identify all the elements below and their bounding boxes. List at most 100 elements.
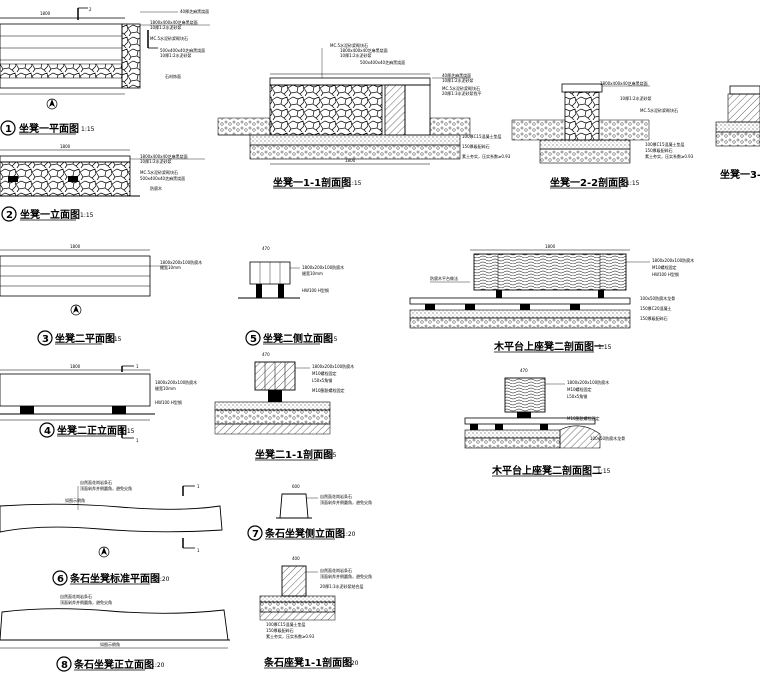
drawing-number-badge [52, 570, 68, 586]
drawing-scale: 1:15 [121, 428, 135, 435]
drawing-scale: 1:20 [342, 531, 356, 538]
note: 40厚芝麻黑烧面 [180, 8, 209, 14]
wood-platform-bench-section-1-drawing: 1800 防腐木平台做法 1800x200x100防腐木 M10螺栓固定 HW1… [409, 244, 694, 353]
note: 1800x200x100防腐木 [567, 379, 609, 385]
note: 1800x400x40芝麻黑烧面 [150, 19, 198, 25]
drawing-number-badge [0, 120, 16, 136]
note: MC.5水泥砂浆砌块石 [150, 35, 188, 41]
drawing-scale: 1:15 [80, 212, 94, 219]
note: M10膨胀螺栓固定 [567, 415, 600, 421]
drawing-number-badge [39, 422, 55, 438]
bench2-front-elevation-drawing: 1800 1 1 1800x200x100防腐木 缝宽10mm HW100 H型… [0, 364, 197, 443]
note: 自然面花岗岩条石 [320, 493, 352, 499]
note: 1800x400x40芝麻黑烧面 [340, 47, 388, 53]
note: 150厚C20混凝土 [640, 305, 672, 311]
note: 顶面剁斧并倒圆角，避免尖角 [320, 499, 372, 505]
note: 10厚1:2水泥砂浆 [442, 77, 474, 83]
note: 顶面剁斧并倒圆角，避免尖角 [320, 573, 372, 579]
note: 1800x200x100防腐木 [155, 379, 197, 385]
note: 缝宽10mm [302, 270, 323, 276]
note: 20厚1:3水泥砂浆结合层 [320, 583, 364, 589]
bench2-plan-drawing: 1800 1800x200x100防腐木 缝宽10mm 3 坐凳二平面图 1:1… [0, 244, 202, 346]
stone-bench-front-elevation-drawing: 自然面花岗岩条石 顶面剁斧并倒圆角，避免尖角 如图示倒角 8 条石坐凳正立面图 … [0, 593, 230, 672]
note: M10螺栓固定 [312, 370, 337, 376]
note: 500x400x40芝麻黑烧面 [140, 175, 185, 181]
drawing-number: 3 [42, 334, 49, 345]
note: 1800x200x100防腐木 [312, 363, 354, 369]
drawing-title: 条石坐凳正立面图 [73, 658, 154, 671]
note: 100x50防腐木龙骨 [590, 435, 625, 441]
note: 自然面花岗岩条石 [320, 567, 352, 573]
drawing-scale: 1:15 [598, 344, 612, 351]
note: M10螺栓固定 [652, 264, 677, 270]
dim-label: 1800 [60, 144, 71, 149]
drawing-title: 木平台上座凳二剖面图二 [491, 464, 602, 477]
note: 素土夯实，压实系数≥0.93 [645, 153, 694, 159]
note: 石材饰面 [165, 73, 181, 79]
drawing-title: 坐凳一立面图 [20, 208, 80, 221]
note: 素土夯实，压实系数≥0.93 [462, 153, 511, 159]
note: 1800x400x40芝麻黑烧面 [140, 153, 188, 159]
drawing-number: 7 [252, 529, 259, 540]
drawing-scale: 1:20 [345, 660, 359, 667]
wood-platform-bench-section-2-drawing: 470 1800x200x100防腐木 M10螺栓固定 L50x5角钢 M10膨… [464, 368, 625, 477]
drawing-title: 坐凳一1-1剖面图 [273, 176, 351, 189]
note: 100厚C15混凝土垫层 [266, 621, 306, 627]
note: 20厚1:3水泥砂浆找平 [442, 90, 482, 96]
drawing-number-badge [37, 330, 53, 346]
note: 40厚芝麻黑烧面 [442, 72, 471, 78]
note: 10厚1:2水泥砂浆 [150, 24, 182, 30]
note: 100x50防腐木龙骨 [640, 295, 675, 301]
note: MC.5水泥砂浆砌块石 [330, 42, 368, 48]
note: HW100 H型钢 [302, 287, 329, 293]
dim-label: 470 [262, 352, 270, 357]
note: 1800x200x100防腐木 [160, 259, 202, 265]
note: 150厚级配碎石 [645, 147, 673, 153]
drawing-title: 坐凳二侧立面图 [263, 332, 333, 345]
bench1-plan-drawing: 1800 2 40厚芝麻黑烧面 1800x400x40芝麻黑烧面 10厚1:2水… [0, 7, 210, 136]
dim-label: 1800 [545, 244, 556, 249]
drawing-number: 2 [6, 210, 13, 221]
bench1-elevation-drawing: 1800 1800x400x40芝麻黑烧面 10厚1:2水泥砂浆 MC.5水泥砂… [0, 144, 205, 222]
drawing-title: 坐凳二1-1剖面图 [255, 448, 333, 461]
drawing-scale: 1:20 [151, 662, 165, 669]
note: 150厚级配碎石 [266, 627, 294, 633]
drawing-title: 坐凳一3-3 [720, 168, 760, 181]
note: MC.5水泥砂浆砌块石 [140, 169, 178, 175]
drawing-scale: 1:15 [626, 180, 640, 187]
note: 150厚级配碎石 [640, 315, 668, 321]
note: M10螺栓固定 [567, 386, 592, 392]
note: 10厚1:2水泥砂浆 [160, 52, 192, 58]
note: 500x400x40芝麻黑烧面 [360, 59, 405, 65]
drawing-number-badge [1, 206, 17, 222]
drawing-scale: 1:15 [324, 336, 338, 343]
note: 自然面花岗岩条石 [80, 479, 112, 485]
drawing-scale: 1:15 [348, 180, 362, 187]
drawing-title: 条石坐凳标准平面图 [69, 572, 160, 585]
note: 素土夯实，压实系数≥0.93 [266, 633, 315, 639]
drawing-number: 1 [5, 124, 12, 135]
drawing-title: 坐凳二平面图 [55, 332, 115, 345]
bench1-section-1-1-drawing: MC.5水泥砂浆砌块石 1800x400x40芝麻黑烧面 10厚1:2水泥砂浆 … [217, 42, 511, 189]
note: 缝宽10mm [160, 264, 181, 270]
dim-label: 1800 [70, 244, 81, 249]
note: HW100 H型钢 [652, 271, 679, 277]
stone-bench-side-elevation-drawing: 600 自然面花岗岩条石 顶面剁斧并倒圆角，避免尖角 7 条石坐凳侧立面图 1:… [247, 484, 372, 541]
note: MC.5水泥砂浆砌块石 [640, 107, 678, 113]
dim-label: 600 [292, 484, 300, 489]
dim-label: 400 [292, 556, 300, 561]
section-mark-2: 2 [89, 7, 92, 12]
bench1-section-2-2-drawing: 1800x400x40芝麻黑烧面 10厚1:2水泥砂浆 MC.5水泥砂浆砌块石 … [511, 80, 694, 189]
note: 顶面剁斧并倒圆角，避免尖角 [80, 485, 132, 491]
bench1-section-3-3-drawing: 坐凳一3-3 [715, 85, 760, 181]
drawing-number-badge [56, 656, 72, 672]
note: L50x5角钢 [567, 393, 587, 399]
note: 10厚1:2水泥砂浆 [340, 52, 372, 58]
dim-label: 470 [520, 368, 528, 373]
drawing-number-badge [245, 330, 261, 346]
drawing-number: 6 [57, 574, 64, 585]
note: 顶面剁斧并倒圆角，避免尖角 [60, 599, 112, 605]
dim-label: 1800 [345, 158, 356, 163]
drawing-scale: 1:15 [81, 126, 95, 133]
section-mark-1: 1 [197, 548, 200, 553]
